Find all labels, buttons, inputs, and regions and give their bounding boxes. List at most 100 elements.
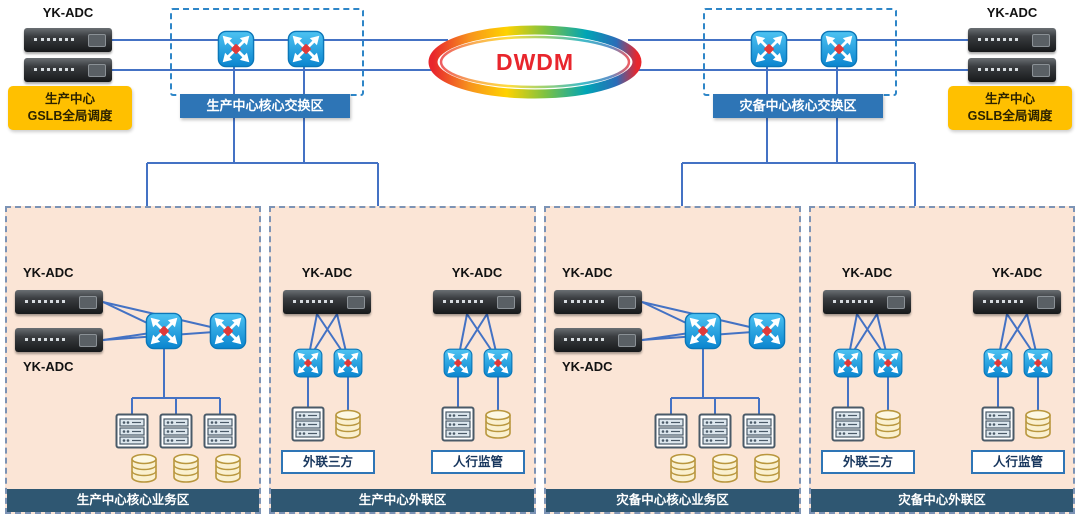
server-port bbox=[1037, 296, 1055, 309]
server-port bbox=[618, 334, 636, 347]
adc-appliance bbox=[823, 290, 911, 314]
database-icon bbox=[752, 452, 782, 484]
server-leds bbox=[983, 300, 1023, 303]
tag-external-third-party: 外联三方 bbox=[821, 450, 915, 474]
panel-prod-external: YK-ADC 外联三方 YK-ADC 人行监管 生产中心外联区 bbox=[269, 206, 536, 514]
server-port bbox=[79, 334, 97, 347]
core-switch-zone-dr bbox=[703, 8, 897, 96]
storage-rack-icon bbox=[159, 413, 193, 449]
panel-title: 生产中心外联区 bbox=[271, 489, 534, 512]
switch-icon bbox=[483, 348, 513, 378]
server-leds bbox=[34, 68, 74, 71]
adc-appliance bbox=[433, 290, 521, 314]
switch-icon bbox=[293, 348, 323, 378]
database-icon bbox=[171, 452, 201, 484]
database-icon bbox=[213, 452, 243, 484]
database-icon bbox=[710, 452, 740, 484]
dwdm-label: DWDM bbox=[495, 48, 575, 75]
adc-label: YK-ADC bbox=[301, 265, 353, 280]
adc-label: YK-ADC bbox=[42, 5, 94, 20]
panel-title: 生产中心核心业务区 bbox=[7, 489, 259, 512]
storage-rack-icon bbox=[291, 406, 325, 442]
adc-appliance bbox=[968, 28, 1056, 52]
gslb-line2: GSLB全局调度 bbox=[27, 109, 113, 123]
adc-appliance bbox=[15, 328, 103, 352]
server-port bbox=[887, 296, 905, 309]
storage-rack-icon bbox=[831, 406, 865, 442]
server-port bbox=[347, 296, 365, 309]
server-leds bbox=[564, 300, 604, 303]
switch-icon bbox=[833, 348, 863, 378]
server-port bbox=[1032, 34, 1050, 47]
server-leds bbox=[443, 300, 483, 303]
storage-rack-icon bbox=[203, 413, 237, 449]
adc-appliance bbox=[554, 290, 642, 314]
adc-label: YK-ADC bbox=[986, 5, 1038, 20]
switch-icon bbox=[1023, 348, 1053, 378]
adc-label: YK-ADC bbox=[451, 265, 503, 280]
server-leds bbox=[978, 38, 1018, 41]
switch-icon bbox=[748, 312, 786, 350]
switch-icon bbox=[287, 30, 325, 68]
panel-prod-core-business: YK-ADC YK-ADC 生产中心核心业务区 bbox=[5, 206, 261, 514]
server-port bbox=[88, 34, 106, 47]
zone-label-prod: 生产中心核心交换区 bbox=[180, 94, 350, 118]
server-port bbox=[79, 296, 97, 309]
adc-appliance bbox=[554, 328, 642, 352]
gslb-badge: 生产中心 GSLB全局调度 bbox=[948, 86, 1072, 130]
switch-icon bbox=[443, 348, 473, 378]
storage-rack-icon bbox=[441, 406, 475, 442]
adc-appliance bbox=[283, 290, 371, 314]
switch-icon bbox=[873, 348, 903, 378]
server-leds bbox=[293, 300, 333, 303]
adc-appliance bbox=[24, 28, 112, 52]
zone-label-dr: 灾备中心核心交换区 bbox=[713, 94, 883, 118]
adc-label: YK-ADC bbox=[562, 359, 613, 374]
gslb-line1: 生产中心 bbox=[44, 92, 95, 106]
switch-icon bbox=[684, 312, 722, 350]
storage-rack-icon bbox=[698, 413, 732, 449]
adc-appliance bbox=[15, 290, 103, 314]
tag-external-third-party: 外联三方 bbox=[281, 450, 375, 474]
server-leds bbox=[25, 338, 65, 341]
dwdm-ring: DWDM bbox=[425, 23, 645, 101]
gslb-line2: GSLB全局调度 bbox=[967, 109, 1053, 123]
adc-label: YK-ADC bbox=[23, 359, 74, 374]
database-icon bbox=[129, 452, 159, 484]
database-icon bbox=[333, 408, 363, 440]
adc-appliance bbox=[968, 58, 1056, 82]
adc-label: YK-ADC bbox=[991, 265, 1043, 280]
switch-icon bbox=[217, 30, 255, 68]
server-leds bbox=[978, 68, 1018, 71]
database-icon bbox=[668, 452, 698, 484]
server-port bbox=[1032, 64, 1050, 77]
tag-pboc-supervision: 人行监管 bbox=[971, 450, 1065, 474]
switch-icon bbox=[750, 30, 788, 68]
storage-rack-icon bbox=[654, 413, 688, 449]
server-port bbox=[618, 296, 636, 309]
gslb-line1: 生产中心 bbox=[984, 92, 1035, 106]
database-icon bbox=[483, 408, 513, 440]
switch-icon bbox=[820, 30, 858, 68]
panel-title: 灾备中心外联区 bbox=[811, 489, 1073, 512]
adc-label: YK-ADC bbox=[841, 265, 893, 280]
server-leds bbox=[833, 300, 873, 303]
switch-icon bbox=[983, 348, 1013, 378]
storage-rack-icon bbox=[981, 406, 1015, 442]
tag-pboc-supervision: 人行监管 bbox=[431, 450, 525, 474]
server-leds bbox=[34, 38, 74, 41]
dwdm-ellipse bbox=[428, 25, 642, 99]
server-leds bbox=[25, 300, 65, 303]
server-port bbox=[497, 296, 515, 309]
switch-icon bbox=[209, 312, 247, 350]
panel-dr-external: YK-ADC 外联三方 YK-ADC 人行监管 灾备中心外联区 bbox=[809, 206, 1075, 514]
adc-label: YK-ADC bbox=[562, 265, 613, 280]
adc-appliance bbox=[24, 58, 112, 82]
storage-rack-icon bbox=[115, 413, 149, 449]
gslb-badge: 生产中心 GSLB全局调度 bbox=[8, 86, 132, 130]
storage-rack-icon bbox=[742, 413, 776, 449]
adc-label: YK-ADC bbox=[23, 265, 74, 280]
panel-title: 灾备中心核心业务区 bbox=[546, 489, 799, 512]
switch-icon bbox=[333, 348, 363, 378]
